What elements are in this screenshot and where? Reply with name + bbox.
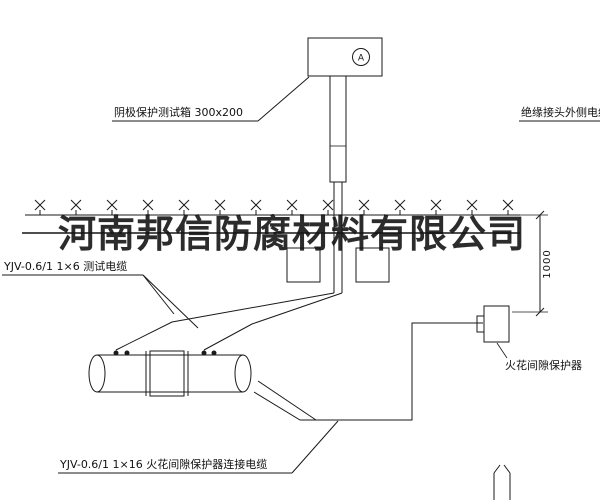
protector-leader-line	[496, 342, 508, 359]
outer-cable-label-group: 绝缘接头外侧电缆	[519, 105, 600, 122]
spark-cable-label-group: YJV-0.6/1 1×16 火花间隙保护器连接电缆	[58, 420, 339, 474]
watermark: 河南邦信防腐材料有限公司	[22, 211, 526, 256]
spark-cable-leader-line	[291, 420, 339, 474]
pipeline	[88, 350, 252, 397]
test-cable-label-group: YJV-0.6/1 1×6 测试电缆	[2, 260, 199, 329]
test-box: A	[307, 37, 383, 77]
concrete-block-right	[355, 247, 390, 283]
test-cable-leader-line	[142, 274, 175, 315]
pipe-break-symbol	[493, 464, 511, 500]
cable-connection-dots	[113, 350, 217, 356]
watermark-text: 河南邦信防腐材料有限公司	[58, 211, 526, 256]
insulating-joint	[149, 350, 185, 397]
dimension-value: 1000	[542, 249, 553, 278]
test-cable-leader-line-2	[142, 274, 199, 329]
dim-tick-bottom	[535, 307, 545, 317]
test-box-leader-line	[257, 76, 310, 122]
dim-tick-top	[535, 210, 545, 220]
concrete-block-left	[286, 247, 321, 283]
ammeter-icon	[352, 48, 370, 66]
riser-conduit	[329, 75, 347, 293]
test-box-label-group: 阴极保护测试箱 300x200	[112, 76, 310, 122]
protector-cable-lines	[253, 322, 483, 421]
test-box-label: 阴极保护测试箱 300x200	[114, 105, 243, 119]
ammeter-symbol: A	[358, 54, 365, 64]
spark-gap-protector	[476, 305, 510, 359]
spark-cable-label: YJV-0.6/1 1×16 火花间隙保护器连接电缆	[59, 457, 267, 471]
test-cable-label: YJV-0.6/1 1×6 测试电缆	[3, 260, 127, 273]
ground-hatch-marks	[34, 199, 514, 215]
outer-cable-label: 绝缘接头外侧电缆	[521, 105, 600, 119]
spark-protector-label: 火花间隙保护器	[505, 358, 582, 372]
test-cable-lines	[115, 292, 343, 351]
dimension-1000: 1000	[512, 210, 553, 317]
